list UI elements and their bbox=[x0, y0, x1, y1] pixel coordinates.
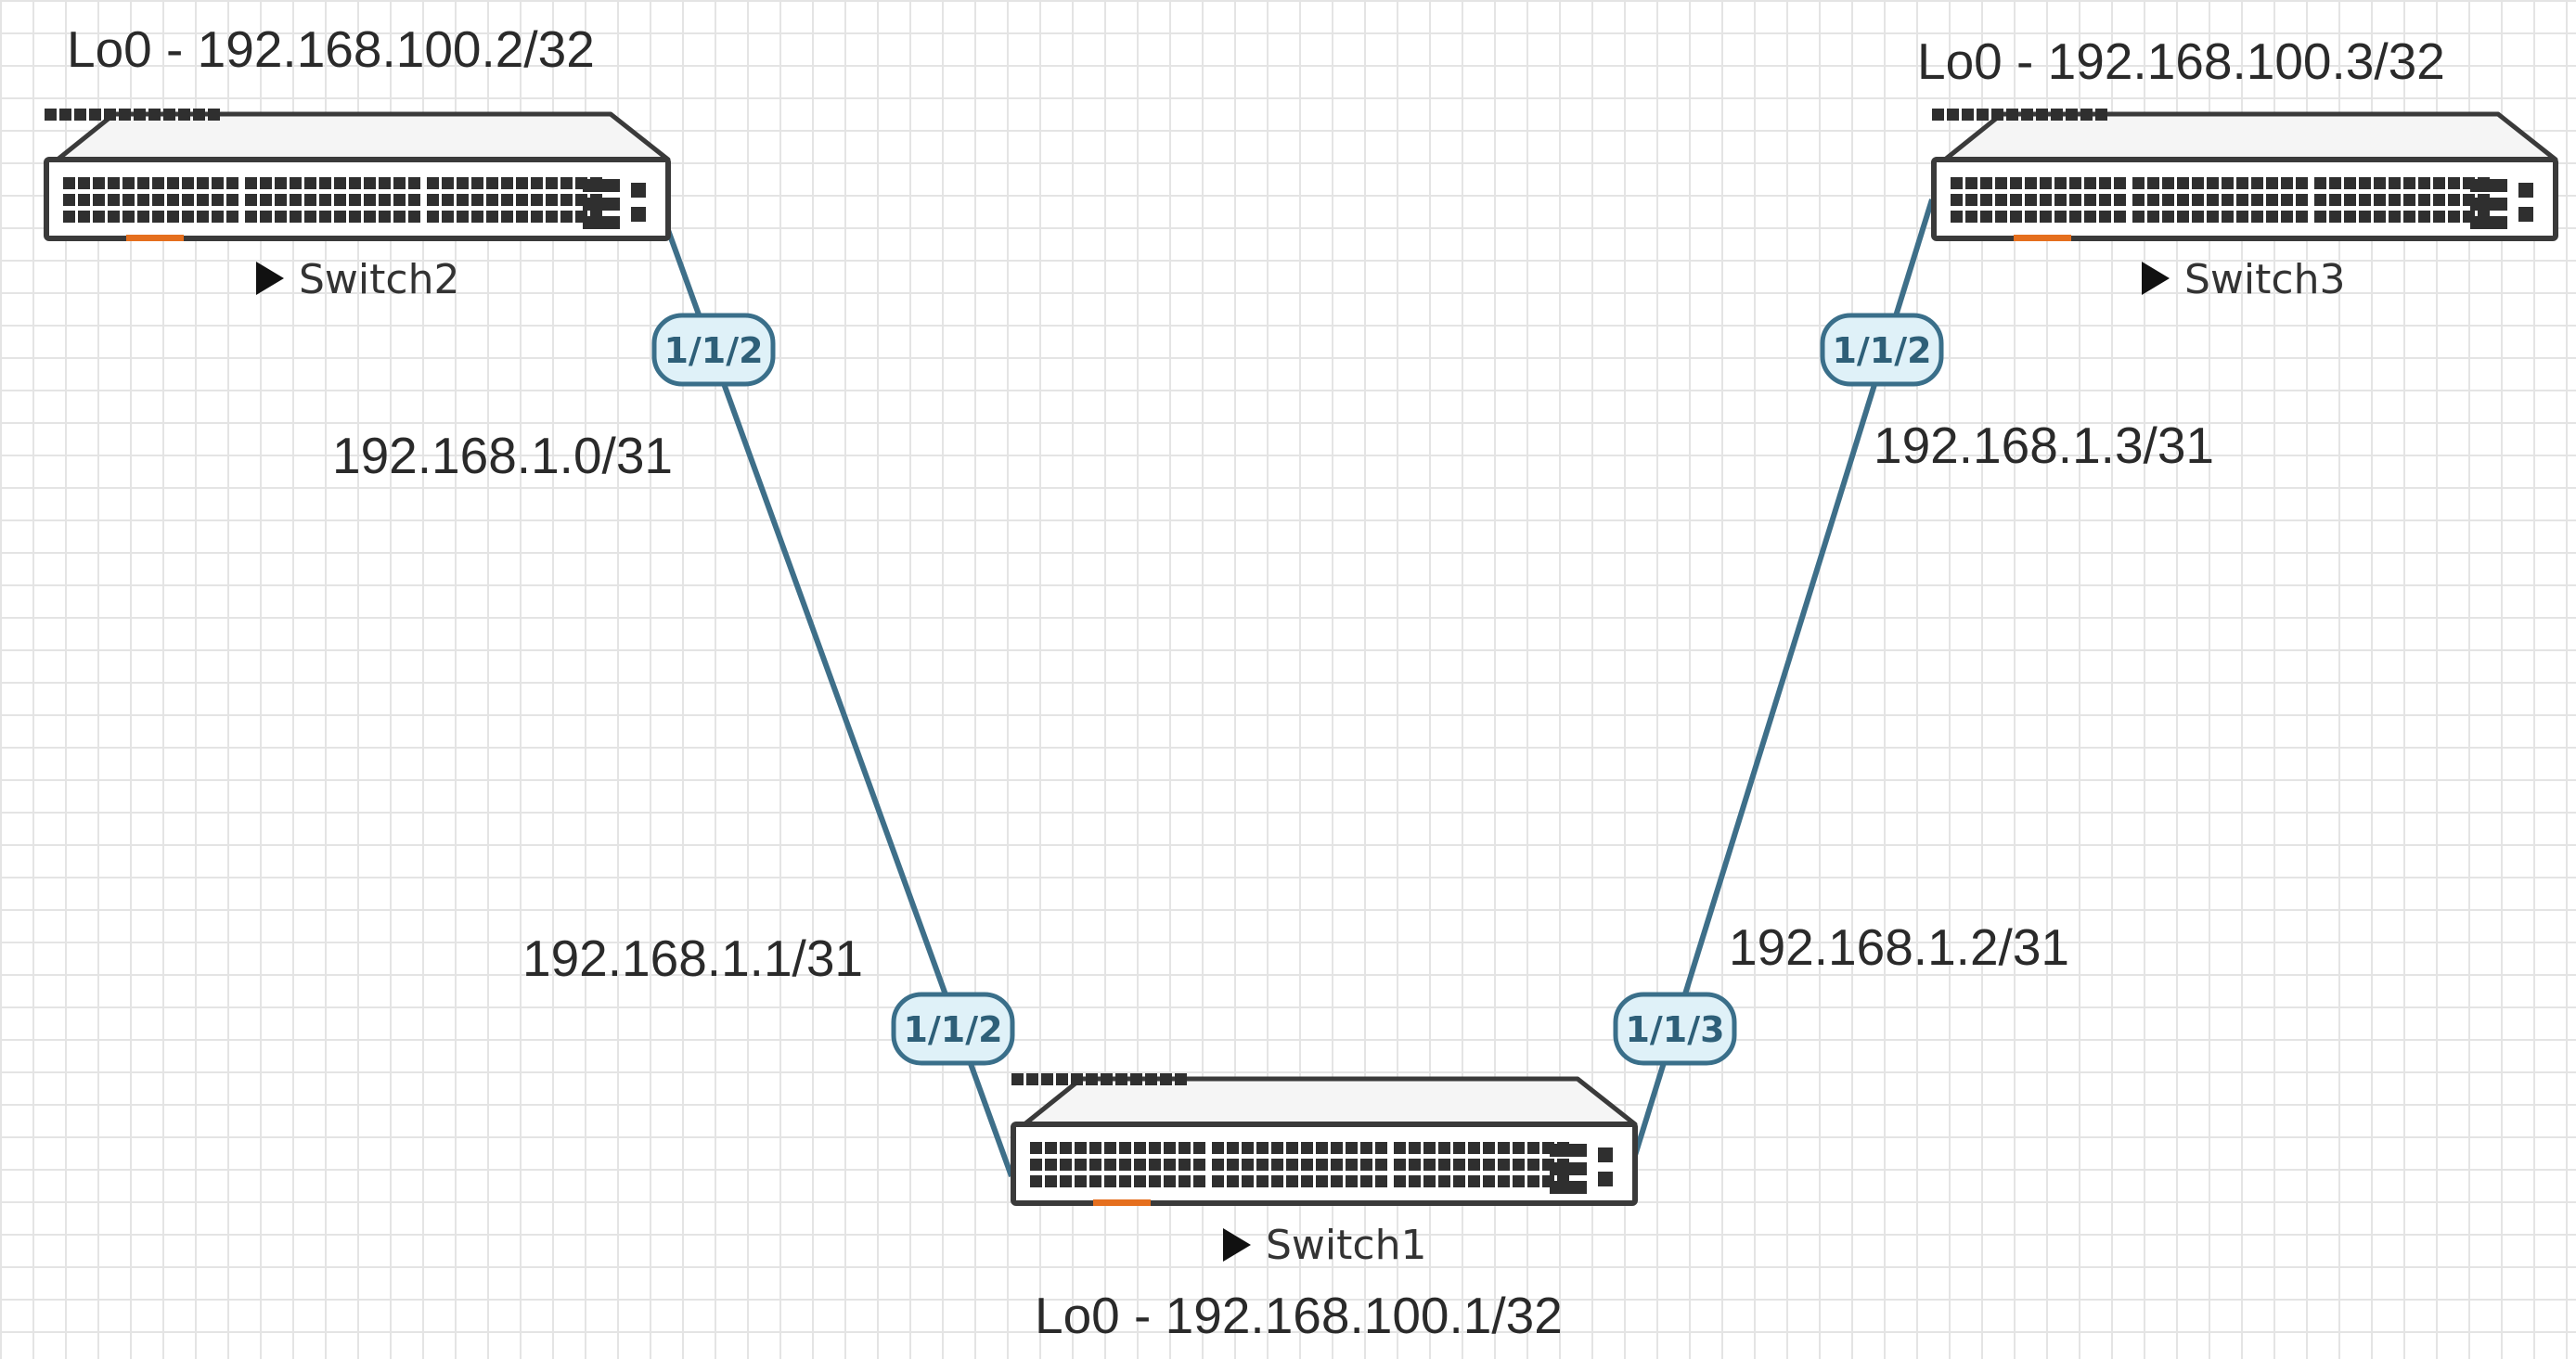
switch3-name-label: Switch3 bbox=[2184, 256, 2345, 303]
switch1-play-icon bbox=[1223, 1228, 1251, 1262]
switch2-port-badge[interactable]: 1/1/2 bbox=[651, 313, 776, 387]
switch2-name-label: Switch2 bbox=[299, 256, 459, 303]
switch2-device[interactable] bbox=[45, 109, 668, 241]
switch1-port-right-label: 1/1/3 bbox=[1625, 1009, 1724, 1050]
switch1-left-link-ip-label: 192.168.1.1/31 bbox=[522, 930, 863, 987]
switch1-device[interactable] bbox=[1011, 1073, 1635, 1206]
switch3-play-icon bbox=[2142, 262, 2170, 295]
switch3-port-badge[interactable]: 1/1/2 bbox=[1820, 313, 1944, 387]
switch2-loopback-label: Lo0 - 192.168.100.2/32 bbox=[67, 20, 595, 78]
switch2-port-label: 1/1/2 bbox=[663, 330, 763, 371]
switch1-port-left-label: 1/1/2 bbox=[903, 1009, 1002, 1050]
switch3-loopback-label: Lo0 - 192.168.100.3/32 bbox=[1917, 32, 2445, 90]
switch1-loopback-label: Lo0 - 192.168.100.1/32 bbox=[1035, 1287, 1563, 1344]
switch3-link-ip-label: 192.168.1.3/31 bbox=[1874, 417, 2214, 474]
switch1-name-label: Switch1 bbox=[1266, 1222, 1426, 1269]
switch1-port-badge-right[interactable]: 1/1/3 bbox=[1613, 992, 1737, 1066]
switch1-right-link-ip-label: 192.168.1.2/31 bbox=[1729, 918, 2069, 976]
switch2-link-ip-label: 192.168.1.0/31 bbox=[332, 427, 673, 484]
switch3-port-label: 1/1/2 bbox=[1832, 330, 1931, 371]
switch3-device[interactable] bbox=[1932, 109, 2556, 241]
switch1-port-badge-left[interactable]: 1/1/2 bbox=[891, 992, 1015, 1066]
switch2-play-icon bbox=[256, 262, 284, 295]
